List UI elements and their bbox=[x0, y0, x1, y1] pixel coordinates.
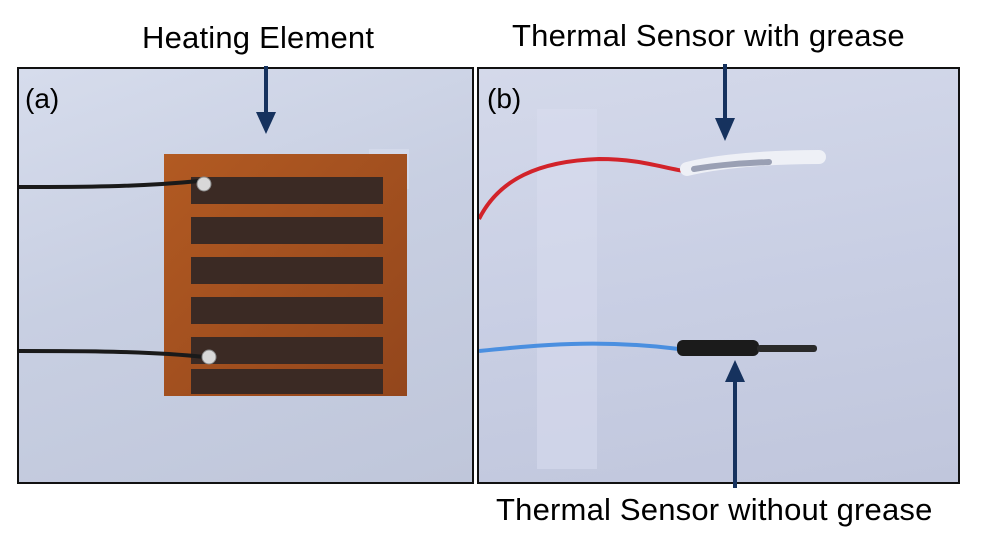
solder-bottom bbox=[201, 349, 217, 365]
bare-sensor bbox=[677, 340, 759, 356]
sensor-without-grease-label: Thermal Sensor without grease bbox=[496, 492, 933, 527]
blue-wire bbox=[479, 341, 680, 353]
heating-traces bbox=[191, 177, 383, 394]
wire-top bbox=[19, 179, 200, 189]
sensor-with-grease-label: Thermal Sensor with grease bbox=[512, 18, 905, 53]
solder-top bbox=[196, 176, 212, 192]
panel-b-tag: (b) bbox=[487, 83, 522, 114]
heating-element-label: Heating Element bbox=[142, 20, 375, 55]
thermal-sensors-illustration bbox=[479, 109, 826, 469]
red-wire bbox=[479, 156, 690, 220]
panel-a-tag: (a) bbox=[25, 83, 60, 114]
photo-thermal-sensors: (b) bbox=[477, 67, 960, 484]
photo-heating-element: (a) bbox=[17, 67, 474, 484]
heating-element-illustration bbox=[19, 149, 409, 396]
wire-bottom bbox=[19, 349, 205, 359]
